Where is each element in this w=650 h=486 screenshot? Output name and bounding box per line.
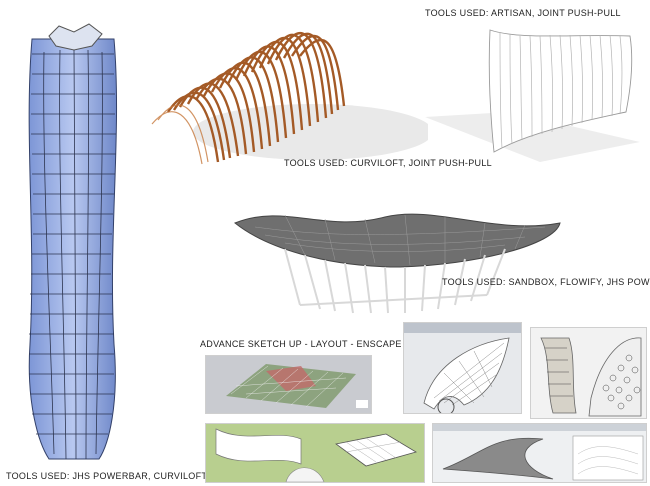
saddle-roof-thumbnail xyxy=(432,423,647,483)
tower-model-image xyxy=(14,14,134,464)
wooden-pavilion-image xyxy=(138,12,428,182)
green-scene-thumbnail xyxy=(205,423,425,483)
artisan-caption: TOOLS USED: ARTISAN, JOINT PUSH-PULL xyxy=(425,8,621,18)
tower-caption: TOOLS USED: JHS POWERBAR, CURVILOFT xyxy=(6,471,208,481)
workshop-caption: ADVANCE SKETCH UP - LAYOUT - ENSCAPE WOR… xyxy=(200,339,461,349)
curviloft-caption: TOOLS USED: CURVILOFT, JOINT PUSH-PULL xyxy=(284,158,492,168)
ribbed-wall-image xyxy=(420,22,642,168)
sandbox-caption: TOOLS USED: SANDBOX, FLOWIFY, JHS POWERB… xyxy=(442,277,650,287)
spiral-shell-thumbnail xyxy=(403,322,522,414)
terrain-mesh-thumbnail xyxy=(205,355,372,414)
canopy-structure-image xyxy=(225,205,570,317)
hexagonal-lattice-thumbnail xyxy=(530,327,647,419)
